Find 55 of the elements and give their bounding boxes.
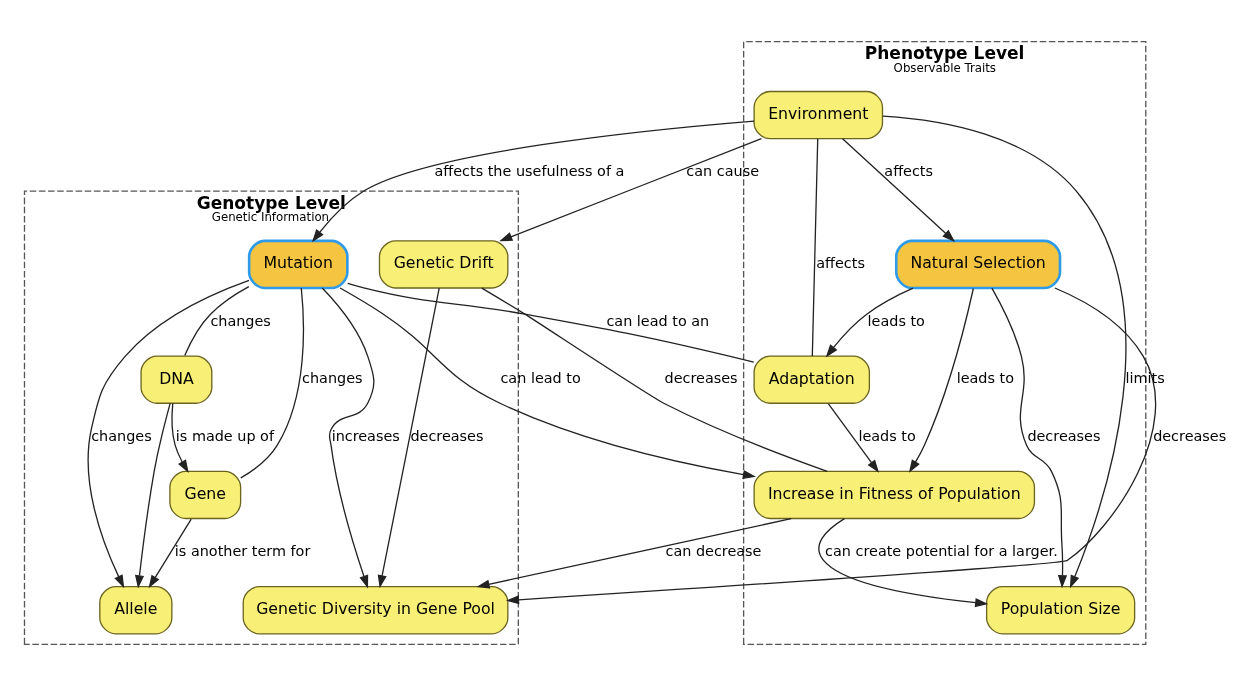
arrow: [499, 138, 763, 242]
connector: [347, 282, 755, 363]
edge-label: can create potential for a larger.: [825, 543, 1058, 560]
edge-label: decreases: [1153, 427, 1227, 444]
edge-label: is made up of: [175, 427, 274, 444]
arrow: [87, 279, 250, 589]
arrow: [134, 402, 171, 589]
arrow: [339, 287, 756, 479]
node-box: Genetic Drift: [378, 240, 509, 289]
edge-label: can lead to: [500, 370, 581, 387]
node-box: Adaptation: [753, 355, 871, 404]
edge-label: decreases: [664, 370, 738, 387]
edge-label: leads to: [956, 370, 1014, 387]
arrow: [841, 138, 956, 242]
edge-label: can decrease: [665, 543, 762, 560]
arrow: [827, 403, 880, 473]
connector: [240, 287, 305, 479]
node-box: Environment: [753, 90, 884, 140]
node-box: Allele: [99, 586, 173, 635]
edge-label: affects: [884, 163, 933, 180]
edge-label: increases: [331, 427, 400, 444]
edge-label: affects: [816, 255, 865, 272]
edge-label: changes: [91, 427, 152, 444]
arrow: [321, 287, 375, 589]
arrow: [148, 518, 192, 589]
edge-label: changes: [210, 312, 271, 329]
edge-label: leads to: [858, 427, 916, 444]
node-box: Natural Selection: [894, 239, 1062, 290]
edge-label: is another term for: [174, 543, 311, 560]
edge-label: decreases: [1027, 427, 1101, 444]
edge-label: affects the usefulness of a: [434, 163, 625, 180]
arrow: [312, 120, 755, 243]
arrow: [825, 287, 914, 358]
arrow: [882, 115, 1127, 589]
node-box: Gene: [169, 470, 242, 520]
edge-label: leads to: [867, 312, 925, 329]
arrow: [991, 287, 1068, 589]
node-box: Increase in Fitness of Population: [753, 470, 1036, 520]
node-box: Genetic Diversity in Gene Pool: [242, 586, 509, 635]
node-box: DNA: [140, 355, 213, 404]
arrow: [818, 517, 989, 608]
edge-label: changes: [302, 370, 363, 387]
arrow: [908, 287, 974, 473]
edge-label: can cause: [686, 163, 759, 180]
node-box: Mutation: [247, 239, 349, 290]
connector: [811, 138, 819, 357]
node-box: Population Size: [985, 586, 1136, 635]
arrow: [171, 402, 189, 473]
arrow: [505, 287, 1156, 605]
edge-label: can lead to an: [606, 312, 710, 329]
connector: [481, 287, 828, 472]
edge-label: decreases: [410, 427, 484, 444]
arrow: [377, 287, 440, 589]
connector: [184, 285, 250, 357]
arrow: [476, 518, 792, 589]
